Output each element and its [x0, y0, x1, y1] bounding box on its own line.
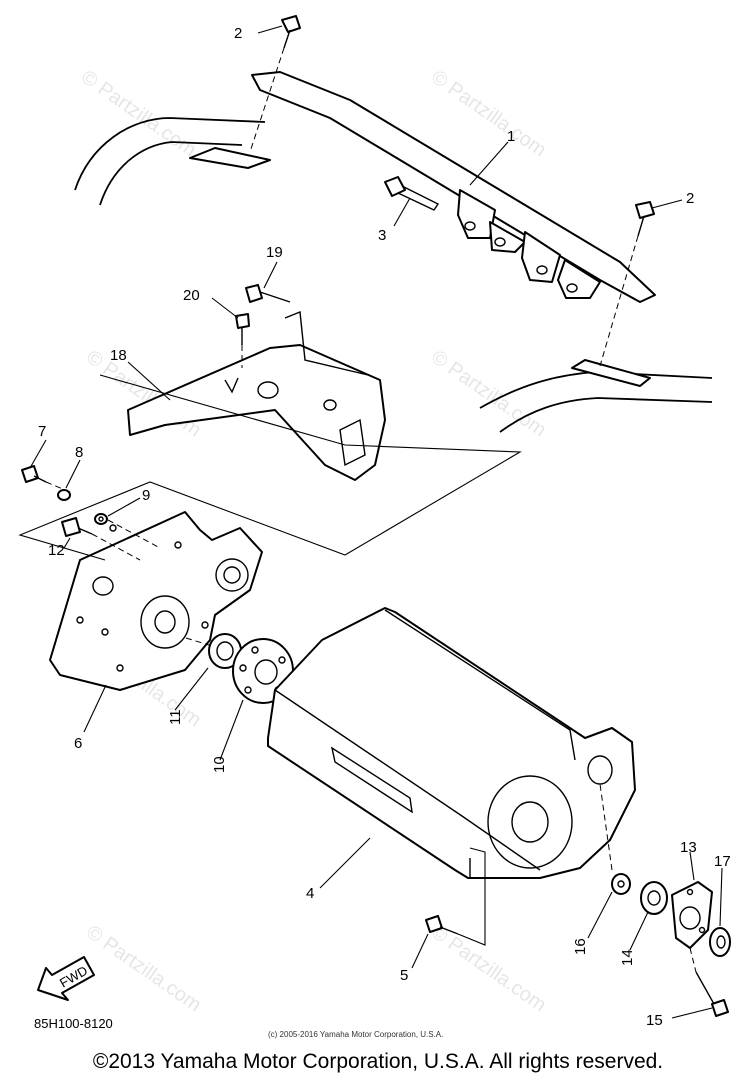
- callout-19: 19: [266, 244, 283, 261]
- callout-9: 9: [142, 487, 150, 504]
- callout-10: 10: [211, 756, 228, 773]
- part-15-bolt: [695, 971, 729, 1017]
- part-5-bolt: [425, 915, 459, 935]
- part-20-bolt: [235, 313, 250, 345]
- callout-20: 20: [183, 287, 200, 304]
- watermark: © Partzilla.com: [427, 921, 550, 1016]
- part-14-bearing: [640, 881, 668, 915]
- leader-lines: [29, 25, 723, 1019]
- callout-labels: 1 2 2 3 4 5 6 7 8 9 10 11 12 13 14 15 16…: [38, 25, 731, 1029]
- assembly-lines: [18, 47, 697, 973]
- diagram-code: 85H100-8120: [34, 1016, 113, 1031]
- frame-tubes: [74, 117, 713, 433]
- callout-1: 1: [507, 128, 515, 145]
- callout-16: 16: [572, 938, 589, 955]
- part-13-bearing-housing: [671, 881, 713, 949]
- footer-copyright: ©2013 Yamaha Motor Corporation, U.S.A. A…: [92, 1050, 664, 1073]
- watermark: © Partzilla.com: [427, 66, 550, 161]
- callout-12: 12: [48, 542, 65, 559]
- part-19-bolt: [245, 284, 291, 303]
- part-3-bolt: [384, 176, 440, 211]
- callout-8: 8: [75, 444, 83, 461]
- part-7-bolt: [21, 465, 47, 483]
- watermark: © Partzilla.com: [82, 921, 205, 1016]
- callout-11: 11: [167, 709, 184, 725]
- callout-2: 2: [686, 190, 694, 207]
- callout-15: 15: [646, 1012, 663, 1029]
- callout-2: 2: [234, 25, 242, 42]
- parts-diagram: © Partzilla.com © Partzilla.com © Partzi…: [18, 15, 731, 1039]
- callout-6: 6: [74, 735, 82, 752]
- part-12-bolt: [61, 517, 93, 537]
- callout-3: 3: [378, 227, 386, 244]
- callout-13: 13: [680, 839, 697, 856]
- fwd-arrow: FWD: [37, 956, 95, 1001]
- callout-4: 4: [306, 885, 314, 902]
- callout-14: 14: [619, 949, 636, 966]
- part-16-washer: [611, 873, 631, 895]
- watermark: © Partzilla.com: [77, 66, 200, 161]
- part-17-seal: [709, 927, 731, 957]
- callout-7: 7: [38, 423, 46, 440]
- callout-18: 18: [110, 347, 127, 364]
- part-1-cross-member: [251, 71, 656, 303]
- part-2-bolt-right: [635, 201, 655, 237]
- part-18-bracket: [127, 311, 386, 481]
- part-4-chain-case: [267, 607, 636, 879]
- callout-5: 5: [400, 967, 408, 984]
- watermark: © Partzilla.com: [427, 346, 550, 441]
- part-9-washer: [94, 513, 108, 525]
- part-2-bolt-top: [281, 15, 301, 49]
- part-6-side-plate: [49, 511, 263, 691]
- small-copyright: (c) 2005-2016 Yamaha Motor Corporation, …: [268, 1030, 443, 1039]
- part-8-nut: [57, 489, 71, 501]
- callout-17: 17: [714, 853, 731, 870]
